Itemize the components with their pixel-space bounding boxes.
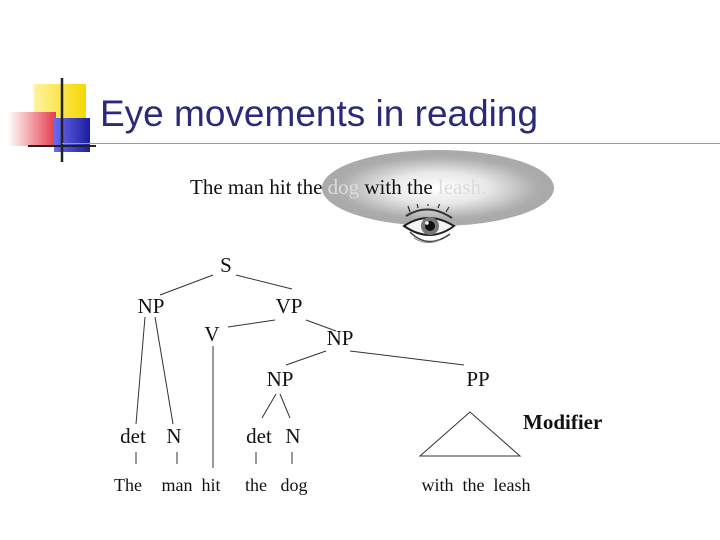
page-title: Eye movements in reading <box>100 93 539 134</box>
edge-npinner-n <box>279 393 291 419</box>
title-divider <box>62 143 720 144</box>
edge-npinner-det <box>261 393 277 419</box>
fixation-glow <box>322 150 554 226</box>
sentence-word-leash: leash. <box>437 175 487 199</box>
edge-vp-np <box>305 319 337 332</box>
node-vp: VP <box>275 294 303 318</box>
node-det-2: det <box>246 424 272 448</box>
node-n-1: N <box>166 424 182 448</box>
logo-red-square <box>8 112 56 146</box>
pp-triangle <box>418 411 522 457</box>
node-n-2: N <box>285 424 301 448</box>
edge-np-pp <box>349 350 465 366</box>
edge-vp-v <box>227 319 276 328</box>
logo-squares <box>8 78 96 162</box>
sentence-word-man: man <box>227 175 265 199</box>
leaf-the: The <box>114 475 142 495</box>
node-v: V <box>204 322 220 346</box>
reading-sentence: The man hit the dog with the leash. <box>190 175 486 200</box>
edge-np-npinner <box>285 350 327 366</box>
edge-npsubj-n <box>154 316 174 425</box>
node-pp: PP <box>466 367 490 391</box>
sentence-word-with: with <box>364 175 402 199</box>
node-det-1: det <box>120 424 146 448</box>
sentence-word-the-3: the <box>406 175 433 199</box>
edge-s-vp <box>235 274 293 290</box>
leaf-the-2: the <box>245 475 267 495</box>
leaf-with-the-leash: with the leash <box>421 475 531 495</box>
node-s: S <box>220 253 232 277</box>
node-np-subject: NP <box>137 294 165 318</box>
sentence-word-hit: hit <box>269 175 292 199</box>
node-np-object: NP <box>326 326 354 350</box>
node-np-inner: NP <box>266 367 294 391</box>
sentence-word-the: The <box>190 175 223 199</box>
edge-s-np <box>159 274 214 296</box>
eye-icon <box>402 204 456 244</box>
leaf-dog: dog <box>280 475 308 495</box>
leaf-man: man <box>161 475 193 495</box>
leaf-hit: hit <box>201 475 221 495</box>
sentence-word-the-2: the <box>296 175 323 199</box>
edge-npsubj-det <box>135 316 146 425</box>
modifier-label: Modifier <box>523 410 603 434</box>
sentence-word-dog: dog <box>327 175 360 199</box>
